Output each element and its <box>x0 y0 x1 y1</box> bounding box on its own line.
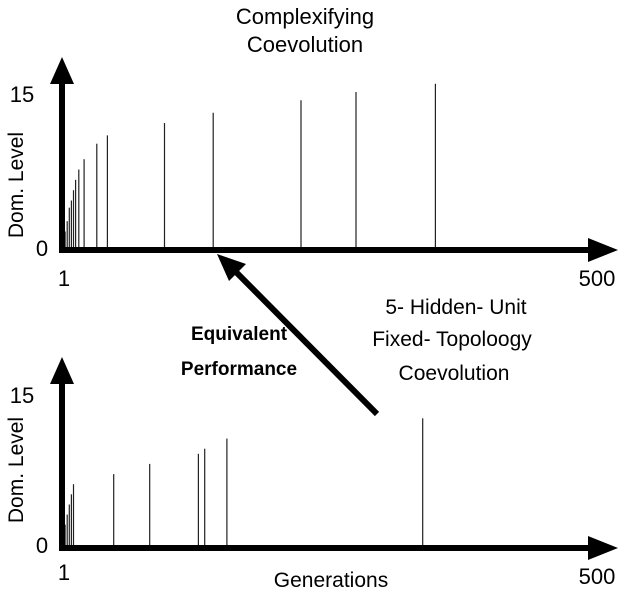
bottom-chart: Dom. Level 15 0 1 500 Generations <box>5 357 618 592</box>
equivalent-performance-arrow-shaft <box>233 269 380 417</box>
fixed-topology-label-line-3: Coevolution <box>399 362 510 385</box>
top-y-axis-label: Dom. Level <box>5 132 28 238</box>
top-y-axis-arrowhead <box>50 57 74 84</box>
top-x-axis-arrowhead <box>588 238 618 262</box>
equivalent-performance-arrowhead <box>217 254 246 281</box>
bottom-y-axis-arrowhead <box>50 357 74 384</box>
fixed-topology-label-line-1: 5- Hidden- Unit <box>385 296 526 319</box>
bottom-y-tick-top: 15 <box>10 383 34 408</box>
top-bars <box>64 83 436 247</box>
bottom-x-tick-start: 1 <box>58 560 70 585</box>
top-title-line-1: Complexifying <box>236 4 374 29</box>
bottom-y-axis-label: Dom. Level <box>5 417 28 523</box>
equivalent-performance-line-2: Performance <box>181 359 297 380</box>
fixed-topology-label-line-2: Fixed- Topoloogy <box>372 328 532 351</box>
bottom-bars <box>64 418 424 545</box>
bottom-y-tick-zero: 0 <box>36 533 48 558</box>
top-x-tick-end: 500 <box>579 266 616 291</box>
top-x-tick-start: 1 <box>58 266 70 291</box>
top-y-tick-zero: 0 <box>36 236 48 261</box>
annotations: 5- Hidden- Unit Fixed- Topoloogy Coevolu… <box>181 254 532 417</box>
bottom-x-axis-label: Generations <box>274 569 388 592</box>
top-chart: Complexifying Coevolution Dom. Level 15 … <box>5 4 618 291</box>
equivalent-performance-line-1: Equivalent <box>191 324 288 345</box>
bottom-x-tick-end: 500 <box>579 564 616 589</box>
top-y-tick-top: 15 <box>10 82 34 107</box>
bottom-x-axis-arrowhead <box>588 536 618 560</box>
top-title-line-2: Coevolution <box>247 32 363 57</box>
